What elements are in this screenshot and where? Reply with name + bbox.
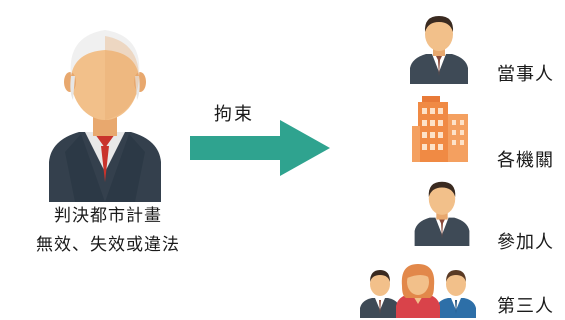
group-people-icon xyxy=(360,264,476,318)
arrow-label: 拘束 xyxy=(214,104,254,125)
office-building-icon xyxy=(412,96,468,162)
target-label-3: 參加人 xyxy=(497,232,554,253)
target-label-2: 各機關 xyxy=(497,150,554,171)
right-arrow-icon xyxy=(190,120,330,176)
businessman-icon xyxy=(414,181,470,246)
elderly-judge-icon xyxy=(49,30,161,202)
businessman-icon xyxy=(410,16,468,84)
subject-caption-line1: 判決都市計畫 xyxy=(54,206,162,226)
subject-caption-line2: 無效、失效或違法 xyxy=(36,235,180,255)
target-label-4: 第三人 xyxy=(497,296,554,317)
target-label-1: 當事人 xyxy=(497,64,554,85)
